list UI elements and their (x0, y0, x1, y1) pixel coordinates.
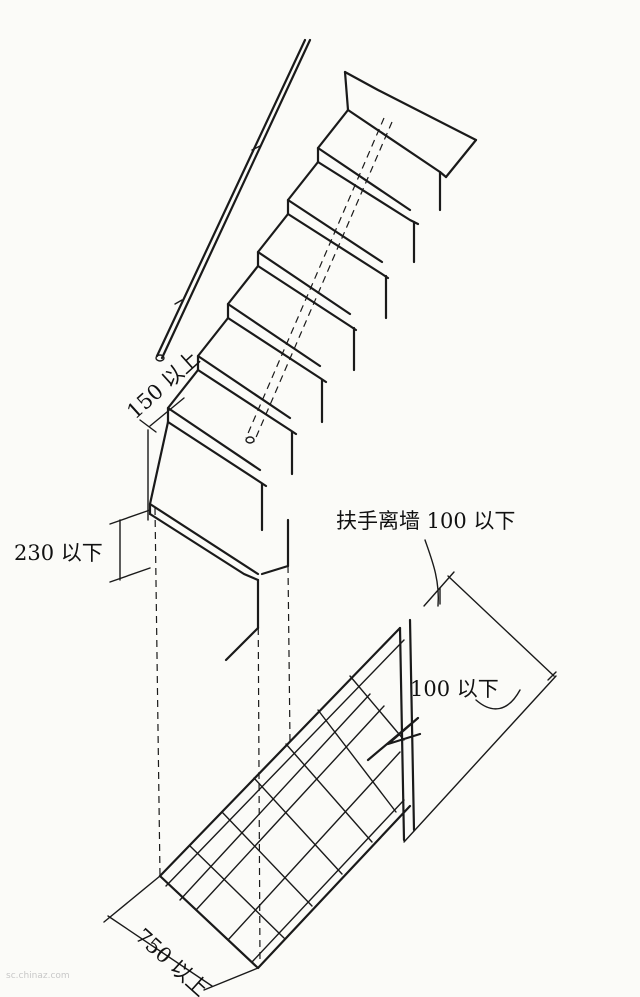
dimension-handrail-height: 150 以上 (122, 346, 204, 521)
watermark: sc.chinaz.com (6, 971, 70, 981)
label-stair-width: 750 以上 (131, 924, 213, 997)
stair-plan-view (158, 618, 422, 970)
label-handrail-wall-gap: 扶手离墙 100 以下 (336, 509, 515, 533)
dimension-riser-height: 230 以下 (14, 509, 151, 583)
label-riser-height: 230 以下 (14, 541, 103, 565)
staircase (148, 70, 478, 662)
label-handrail-height: 150 以上 (122, 346, 204, 423)
handrail (155, 38, 312, 362)
dimension-stair-width: 750 以上 (103, 875, 259, 997)
dimension-handrail-wall-gap: 扶手离墙 100 以下 (336, 509, 515, 607)
dimension-plan-gap: 100 以下 (403, 571, 557, 843)
projection-lines (154, 507, 291, 965)
label-plan-gap: 100 以下 (410, 677, 499, 701)
